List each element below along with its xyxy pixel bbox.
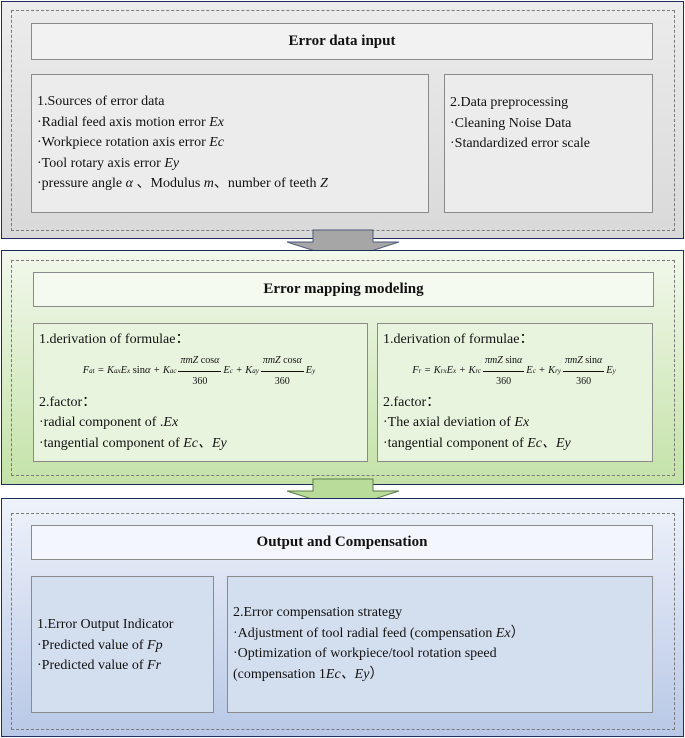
formula-heading: 1.derivation of formulae：: [39, 332, 190, 347]
stage-error-data-input: Error data input 1.Sources of error data…: [1, 1, 684, 239]
data-preprocessing-box: 2.Data preprocessing ·Cleaning Noise Dat…: [444, 74, 653, 213]
factor-heading: 2.factor：: [383, 394, 441, 410]
stage-output-and-compensation: Output and Compensation 1.Error Output I…: [1, 498, 684, 737]
stage-title: Error mapping modeling: [33, 272, 654, 307]
strategy-item-rotation-speed: ·Optimization of workpiece/tool rotation…: [233, 646, 497, 661]
strategy-item-radial-feed: ·Adjustment of tool radial feed (compens…: [233, 625, 525, 641]
factor-item-tangential: ·tangential component of Ec、Ey: [383, 435, 571, 451]
source-item-workpiece-rotation: ·Workpiece rotation axis error Ec: [37, 135, 225, 150]
source-item-tool-rotary: ·Tool rotary axis error Ey: [37, 155, 180, 171]
factor-heading: 2.factor：: [39, 394, 97, 410]
preprocessing-item-standardize: ·Standardized error scale: [450, 136, 590, 151]
source-item-gear-params: ·pressure angle α 、Modulus m、number of t…: [37, 176, 328, 191]
compensation-strategy-box: 2.Error compensation strategy ·Adjustmen…: [227, 576, 653, 713]
error-output-indicator-box: 1.Error Output Indicator ·Predicted valu…: [31, 576, 214, 713]
output-heading: 1.Error Output Indicator: [37, 617, 174, 632]
preprocessing-item-cleaning: ·Cleaning Noise Data: [450, 115, 572, 131]
stage-title-text: Error data input: [288, 33, 396, 49]
output-item-fr: ·Predicted value of Fr: [37, 658, 162, 673]
factor-item-axial: ·The axial deviation of Ex: [383, 415, 530, 430]
source-item-radial-feed: ·Radial feed axis motion error Ex: [37, 114, 224, 130]
preprocessing-heading: 2.Data preprocessing: [450, 95, 569, 110]
stage-title: Output and Compensation: [31, 525, 653, 560]
stage-title-text: Error mapping modeling: [263, 281, 424, 297]
stage-title: Error data input: [31, 23, 653, 60]
factor-item-radial: ·radial component of .Ex: [39, 415, 179, 430]
strategy-item-rotation-speed-cont: (compensation 1Ec、Ey）: [233, 666, 384, 682]
stage-inner-frame: [11, 513, 675, 730]
stage-title-text: Output and Compensation: [256, 534, 428, 550]
strategy-heading: 2.Error compensation strategy: [233, 605, 403, 620]
output-item-fp: ·Predicted value of Fp: [37, 637, 163, 653]
stage-error-mapping-modeling: Error mapping modeling 1.derivation of f…: [1, 250, 684, 485]
stage-inner-frame: [11, 260, 675, 476]
sources-heading: 1.Sources of error data: [37, 94, 165, 109]
factor-item-tangential: ·tangential component of Ec、Ey: [39, 435, 227, 451]
formula-heading: 1.derivation of formulae：: [383, 332, 534, 347]
sources-of-error-data-box: 1.Sources of error data ·Radial feed axi…: [31, 74, 429, 213]
